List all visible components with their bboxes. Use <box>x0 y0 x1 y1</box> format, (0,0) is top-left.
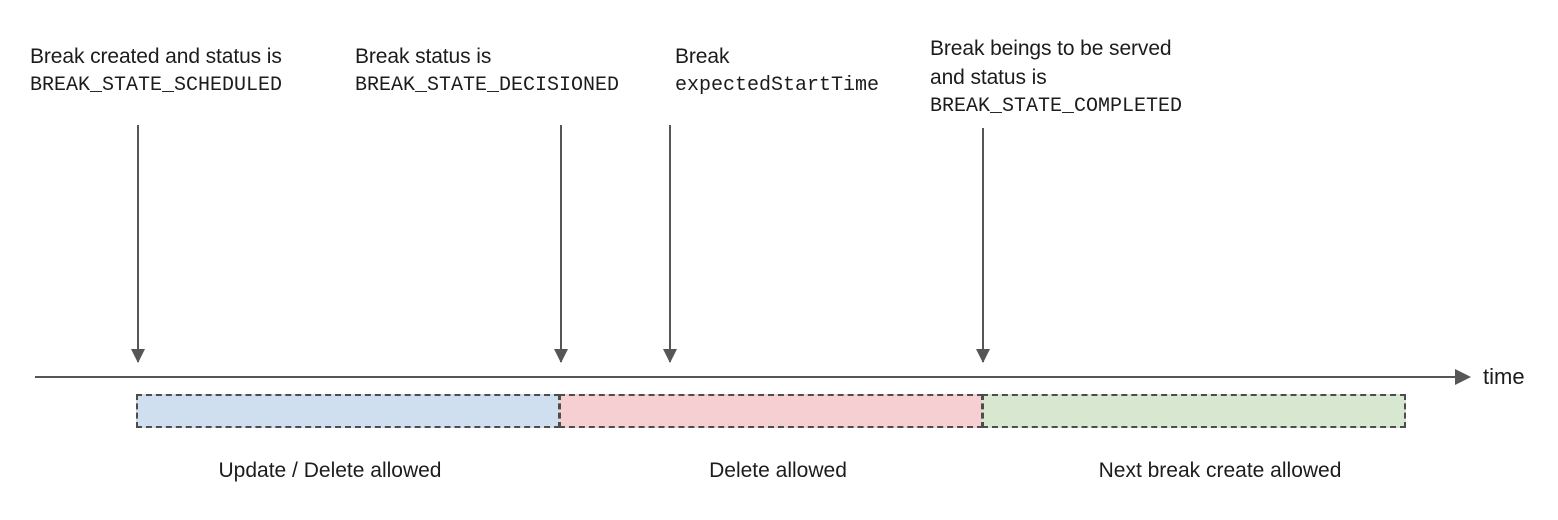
time-axis-line <box>35 376 1462 378</box>
event-pointer-arrow-expected-start-time <box>662 125 678 363</box>
event-label-line: Break created and status is <box>30 45 282 68</box>
arrow-shaft <box>669 125 671 362</box>
event-label-expected-start-time: Break expectedStartTime <box>675 42 879 100</box>
event-label-line: BREAK_STATE_DECISIONED <box>355 74 620 97</box>
arrow-down-icon <box>663 349 677 363</box>
event-pointer-arrow-completed <box>975 128 991 363</box>
arrow-right-icon <box>1455 369 1471 385</box>
phase-caption-next-break-create: Next break create allowed <box>1098 459 1342 482</box>
event-label-line: Break beings to be served <box>930 37 1172 60</box>
event-pointer-arrow-decisioned <box>553 125 569 363</box>
event-label-decisioned: Break status is BREAK_STATE_DECISIONED <box>355 42 619 100</box>
event-pointer-arrow-scheduled <box>130 125 146 363</box>
time-axis-label: time <box>1483 364 1525 389</box>
arrow-shaft <box>982 128 984 362</box>
event-label-line: BREAK_STATE_SCHEDULED <box>30 74 283 97</box>
phase-bar-next-break-create <box>982 394 1406 428</box>
phase-caption-delete-only: Delete allowed <box>709 459 847 482</box>
phase-bar-update-delete <box>136 394 560 428</box>
arrow-shaft <box>560 125 562 362</box>
arrow-down-icon <box>554 349 568 363</box>
phase-bar-delete-only <box>559 394 983 428</box>
arrow-shaft <box>137 125 139 362</box>
event-label-completed: Break beings to be served and status is BR… <box>930 34 1182 121</box>
event-label-scheduled: Break created and status is BREAK_STATE_S… <box>30 42 282 100</box>
event-label-line: Break <box>675 45 730 68</box>
arrow-down-icon <box>976 349 990 363</box>
event-label-line: and status is <box>930 66 1047 89</box>
event-label-line: expectedStartTime <box>675 74 880 97</box>
arrow-down-icon <box>131 349 145 363</box>
event-label-line: Break status is <box>355 45 492 68</box>
phase-caption-update-delete: Update / Delete allowed <box>218 459 442 482</box>
event-label-line: BREAK_STATE_COMPLETED <box>930 95 1183 118</box>
